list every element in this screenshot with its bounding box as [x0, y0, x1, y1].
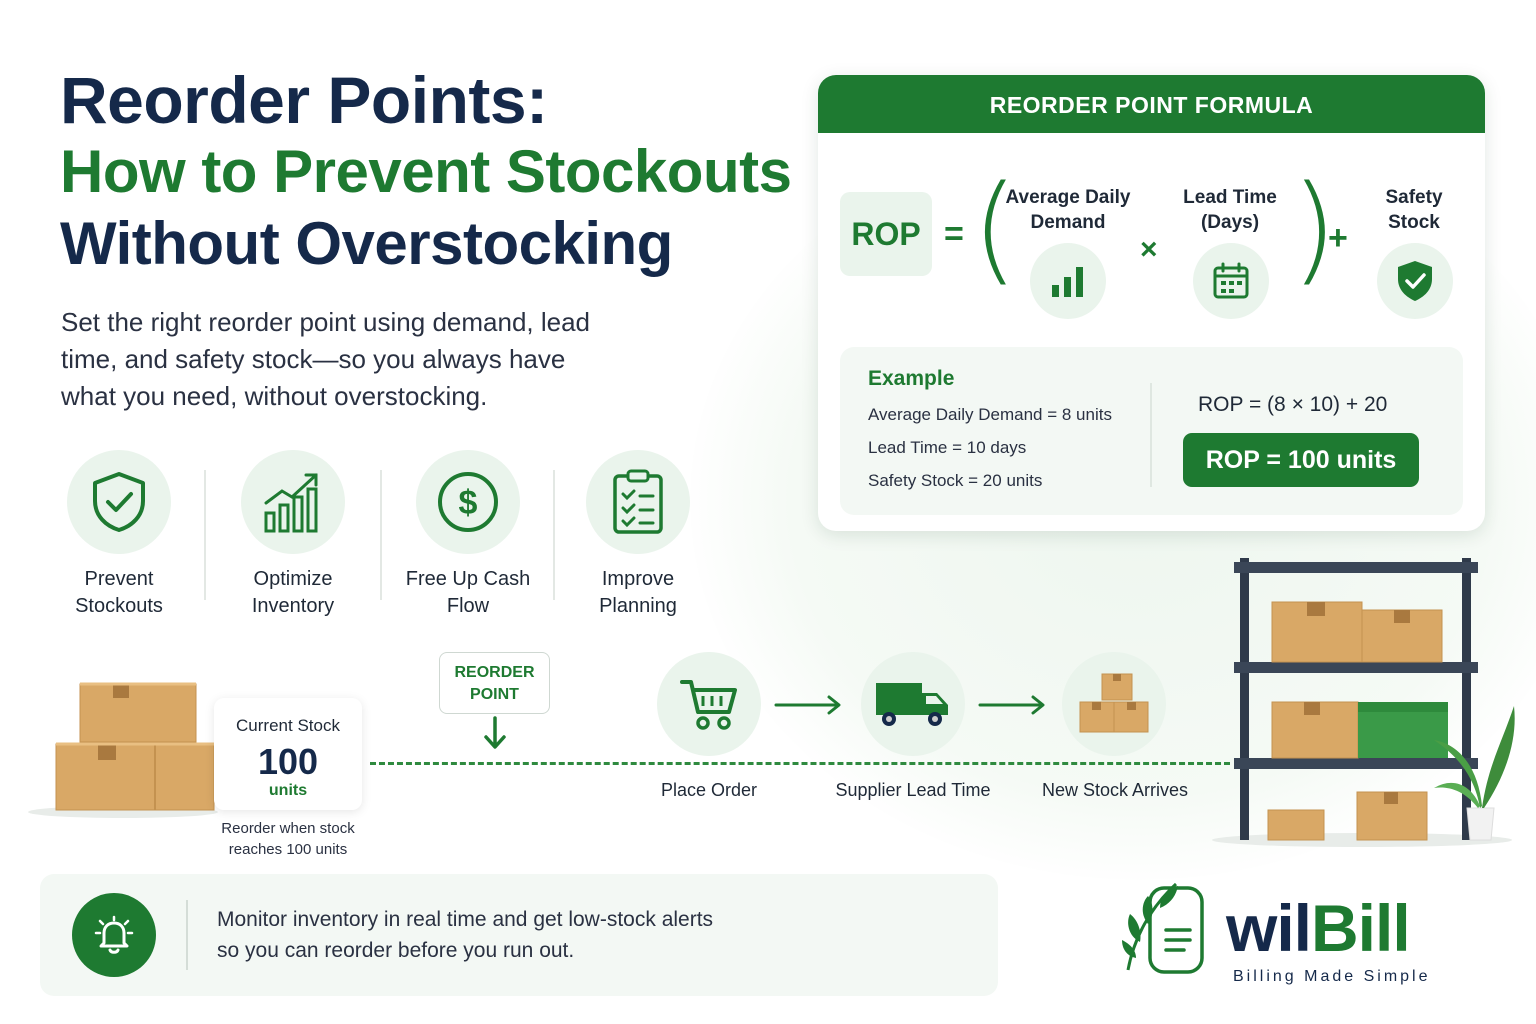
- divider: [380, 470, 382, 600]
- boxes-icon: [1062, 652, 1166, 756]
- wilbill-leaf-logo-icon: [1122, 882, 1204, 974]
- bar-chart-icon: [1030, 243, 1106, 319]
- step-label: Supplier Lead Time: [835, 780, 991, 800]
- divider: [204, 470, 206, 600]
- title-line-1: Reorder Points:: [60, 63, 548, 137]
- current-stock-card: Current Stock 100 units: [214, 698, 362, 810]
- reorder-point-tag: REORDER POINT: [439, 652, 550, 714]
- brand-logo-wordmark: wilBill: [1226, 888, 1411, 968]
- current-stock-value: 100: [257, 741, 319, 782]
- example-safety-stock: Safety Stock = 20 units: [868, 471, 1043, 490]
- clipboard-checklist-icon: [586, 450, 690, 554]
- svg-text:$: $: [459, 484, 478, 522]
- step-label: Place Order: [660, 780, 758, 800]
- growth-chart-icon: [241, 450, 345, 554]
- brand-name-part-2: Bill: [1311, 891, 1411, 965]
- current-stock-unit: units: [268, 782, 308, 799]
- alert-banner: Monitor inventory in real time and get l…: [40, 874, 998, 996]
- warehouse-shelf-illustration: [1212, 558, 1515, 847]
- safety-shield-icon: [1377, 243, 1453, 319]
- subtitle: Set the right reorder point using demand…: [61, 307, 591, 411]
- term-average-daily-demand: Average Daily Demand: [1005, 187, 1131, 233]
- term-safety-stock: Safety Stock: [1385, 187, 1443, 233]
- example-title: Example: [868, 367, 955, 390]
- benefit-prevent-stockouts: Prevent Stockouts: [49, 450, 189, 620]
- times-sign: ×: [1140, 233, 1158, 266]
- alert-text-line-1: Monitor inventory in real time and get l…: [217, 908, 714, 931]
- rop-label: ROP: [840, 192, 932, 276]
- truck-icon: [861, 652, 965, 756]
- benefit-label: Optimize Inventory: [251, 568, 335, 617]
- arrow-right-icon: [774, 695, 841, 715]
- bell-icon: [72, 893, 156, 977]
- benefit-label: Free Up Cash Flow: [405, 568, 531, 617]
- divider: [1150, 383, 1152, 487]
- example-lead-time: Lead Time = 10 days: [868, 438, 1027, 457]
- alert-text-line-2: so you can reorder before you run out.: [217, 939, 575, 962]
- example-panel: Example Average Daily Demand = 8 units L…: [840, 347, 1463, 515]
- example-result: ROP = 100 units: [1183, 433, 1419, 487]
- close-paren: ): [1291, 159, 1338, 297]
- plus-sign: +: [1328, 219, 1348, 257]
- cart-icon: [657, 652, 761, 756]
- divider: [553, 470, 555, 600]
- brand-tagline: Billing Made Simple: [1233, 968, 1431, 985]
- benefit-label: Prevent Stockouts: [75, 568, 163, 617]
- page-title: Reorder Points: How to Prevent Stockouts…: [60, 64, 820, 280]
- cardboard-boxes-icon: [28, 682, 218, 818]
- example-demand: Average Daily Demand = 8 units: [868, 405, 1112, 424]
- shield-check-icon: [67, 450, 171, 554]
- dollar-icon: $: [416, 450, 520, 554]
- open-paren: (: [972, 159, 1019, 297]
- title-line-3: Without Overstocking: [60, 210, 673, 277]
- brand-name-part-1: wil: [1226, 891, 1312, 965]
- benefit-free-up-cash-flow: $ Free Up Cash Flow: [398, 450, 538, 620]
- reorder-note: Reorder when stock reaches 100 units: [221, 820, 355, 858]
- title-line-2: How to Prevent Stockouts: [60, 138, 792, 205]
- timeline-dashed-line: [370, 762, 1230, 765]
- equals-sign: =: [944, 215, 964, 253]
- calendar-icon: [1193, 243, 1269, 319]
- arrow-right-icon: [978, 695, 1045, 715]
- term-lead-time: Lead Time (Days): [1183, 187, 1277, 233]
- current-stock-label: Current Stock: [236, 716, 340, 735]
- benefit-label: Improve Planning: [599, 568, 677, 617]
- divider: [186, 900, 188, 970]
- step-label: New Stock Arrives: [1041, 780, 1189, 800]
- arrow-down-icon: [484, 716, 506, 749]
- formula-card: REORDER POINT FORMULA ROP = ( Average Da…: [818, 75, 1485, 531]
- benefit-improve-planning: Improve Planning: [568, 450, 708, 620]
- alert-text: Monitor inventory in real time and get l…: [217, 904, 713, 966]
- example-calculation: ROP = (8 × 10) + 20: [1198, 393, 1388, 416]
- formula-heading: REORDER POINT FORMULA: [818, 75, 1485, 133]
- benefit-optimize-inventory: Optimize Inventory: [223, 450, 363, 620]
